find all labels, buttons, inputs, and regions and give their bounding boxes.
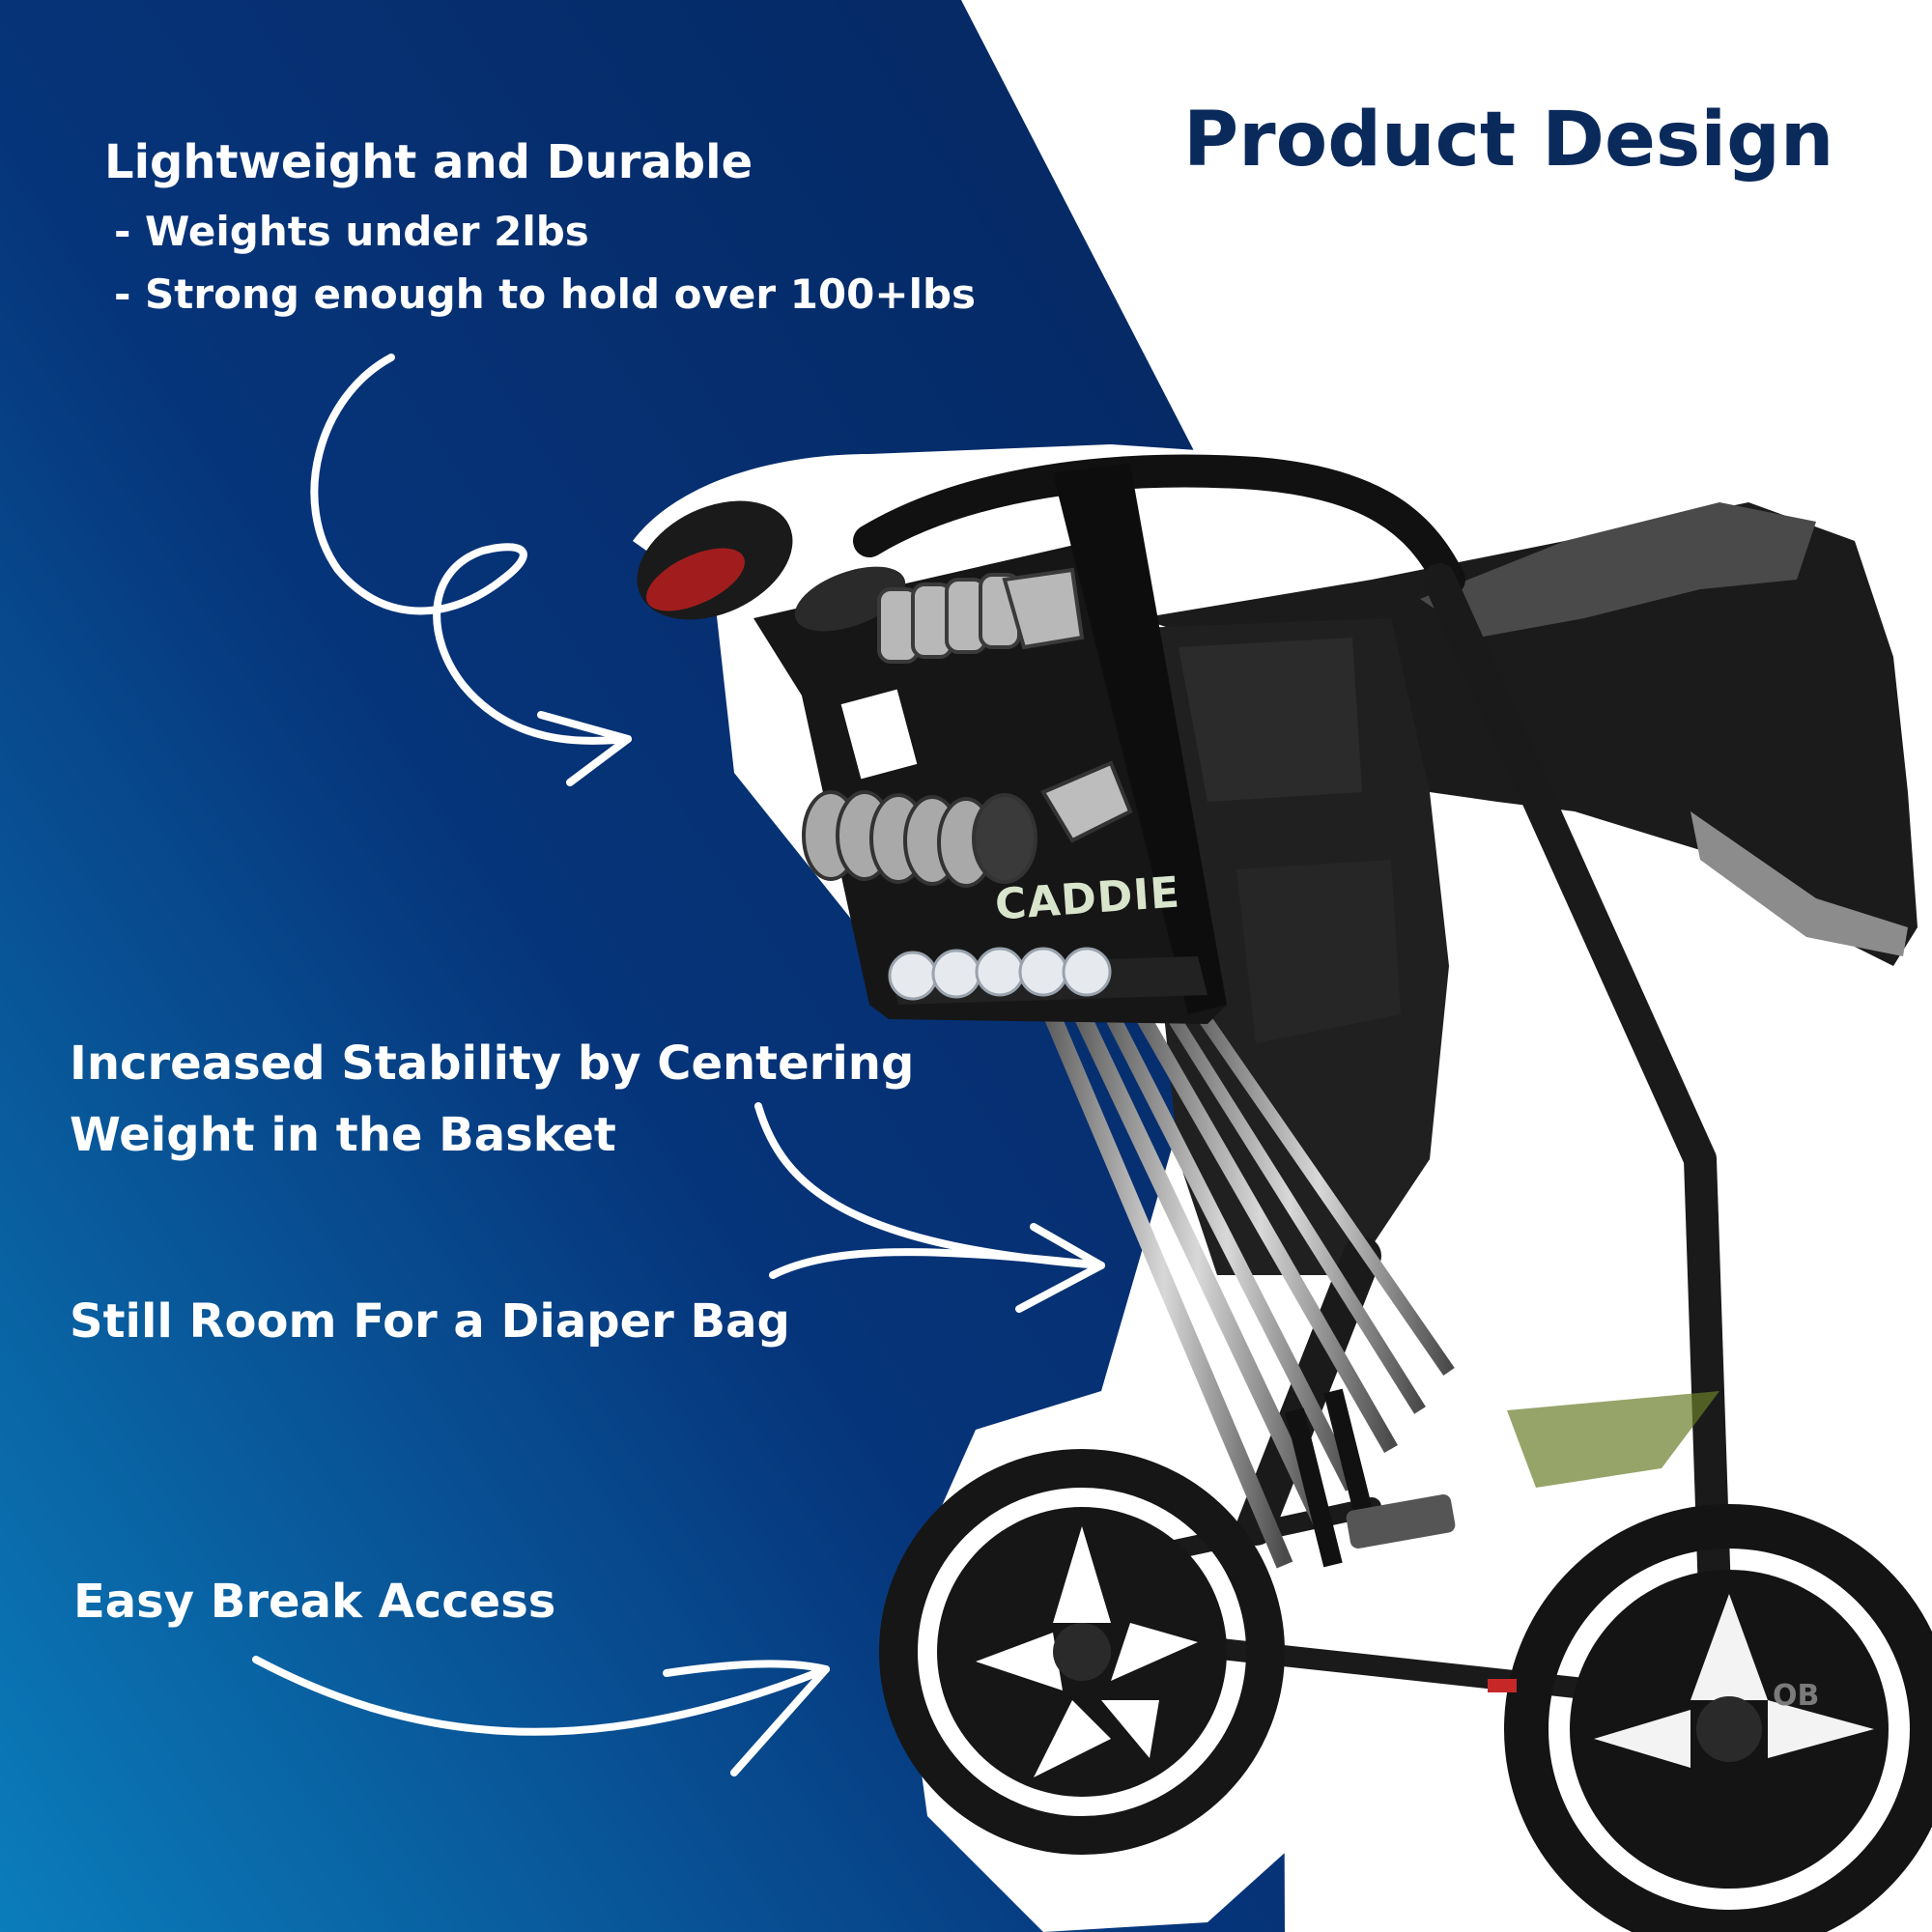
stroller-brand-mark: OB <box>1773 1679 1820 1713</box>
page-title: Product Design <box>1183 97 1834 184</box>
iron-heads-top <box>877 567 1085 664</box>
golf-balls <box>888 947 1112 1001</box>
arrow-brake <box>252 1656 830 1776</box>
feature-stability-line1: Increased Stability by Centering <box>70 1037 915 1091</box>
feature-lightweight-bullet-weight: - Weights under 2lbs <box>114 208 589 255</box>
feature-brake-access: Easy Break Access <box>73 1575 556 1629</box>
front-wheel <box>879 1449 1285 1855</box>
basket-mesh <box>1507 1391 1719 1488</box>
feature-lightweight-heading: Lightweight and Durable <box>104 135 753 189</box>
brake-red-tab <box>1488 1679 1517 1692</box>
feature-stability-line2: Weight in the Basket <box>70 1108 616 1162</box>
arrow-lightweight <box>310 354 632 786</box>
stroller-handlebar <box>853 454 1465 596</box>
feature-lightweight-bullet-strength: - Strong enough to hold over 100+lbs <box>114 270 977 318</box>
stroller-body <box>1140 502 1918 1275</box>
iron-heads-lower <box>802 760 1133 888</box>
rear-wheel <box>1504 1504 1932 1932</box>
feature-diaper-bag: Still Room For a Diaper Bag <box>70 1294 790 1349</box>
arrow-stability <box>754 1102 1105 1313</box>
brake-pedal <box>1346 1494 1456 1548</box>
